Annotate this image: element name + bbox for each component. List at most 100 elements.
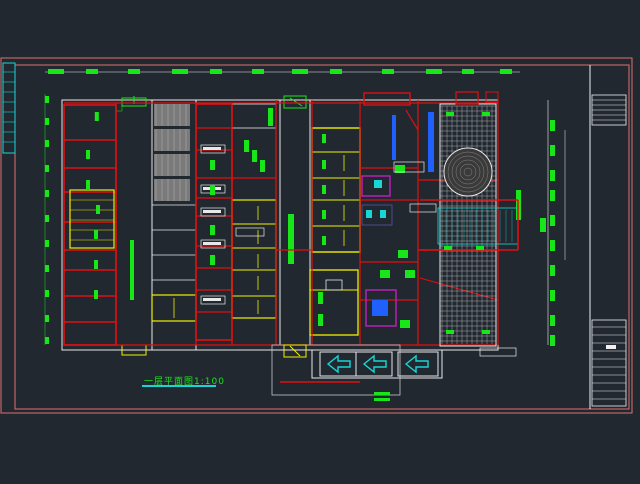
dimension-tick: [426, 69, 442, 74]
entry-bay: [397, 351, 439, 377]
hatched-stall: [154, 179, 190, 201]
west-wing-walls: [63, 104, 117, 346]
equipment-room: [365, 289, 397, 327]
door-frame: [455, 91, 479, 105]
hall-tag: [446, 112, 454, 116]
service-room-walls: [195, 103, 233, 341]
room-tag: [479, 347, 517, 357]
room-label: [288, 214, 294, 264]
room-label: [322, 185, 326, 194]
dimension-tick: [45, 315, 49, 322]
dimension-tick: [500, 69, 512, 74]
hall-tag: [446, 330, 454, 334]
dimension-tick: [45, 337, 49, 344]
column: [115, 102, 123, 112]
room-label: [268, 108, 273, 126]
room-label: [94, 230, 98, 239]
room-label: [322, 134, 326, 143]
room-tag: [409, 203, 437, 213]
dimension-tick: [540, 218, 546, 232]
hall-outline: [439, 103, 497, 347]
door-frame: [283, 95, 307, 109]
dimension-tick: [462, 69, 474, 74]
dimension-tick: [374, 392, 390, 395]
room-label: [322, 210, 326, 219]
hall-tag: [482, 112, 490, 116]
room-label: [130, 240, 134, 300]
structural-wall: [405, 109, 419, 131]
room-tag: [200, 295, 226, 305]
sheet-border: [0, 57, 633, 414]
dimension-tick: [45, 140, 49, 147]
fixture: [400, 320, 410, 328]
dimension-tick: [292, 69, 308, 74]
fixture: [325, 279, 343, 291]
room-label: [94, 260, 98, 269]
dimension-tick: [45, 265, 49, 272]
pipe-run: [392, 115, 396, 160]
entrance-steps: [311, 349, 443, 379]
dimension-tick: [172, 69, 188, 74]
arrow-left-icon: [362, 354, 387, 374]
dimension-tick: [45, 165, 49, 172]
round-table-ring: [463, 167, 473, 177]
round-table-ring: [451, 155, 485, 189]
round-table: [443, 147, 493, 197]
hall-tag: [476, 246, 484, 250]
room-label: [318, 314, 323, 326]
arrow-left-icon: [326, 354, 351, 374]
room-tag: [200, 207, 226, 217]
dimension-tick: [45, 240, 49, 247]
room-label: [210, 225, 215, 235]
dimension-tick: [550, 335, 555, 346]
dimension-tick: [45, 118, 49, 125]
binding-strip: [2, 62, 16, 154]
dimension-tick: [550, 170, 555, 181]
round-table-ring: [447, 151, 489, 193]
dimension-tick: [252, 69, 264, 74]
dimension-tick: [550, 240, 555, 251]
equipment: [372, 300, 388, 316]
room-label: [322, 160, 326, 169]
hall-tag: [482, 330, 490, 334]
entrance-canopy: [363, 92, 411, 106]
dimension-tick: [210, 69, 222, 74]
fixture: [398, 250, 408, 258]
dimension-tick: [550, 120, 555, 131]
hall-hatch: [440, 105, 496, 344]
dimension-tick: [550, 190, 555, 201]
room-label: [94, 112, 99, 121]
drawing-title: 一层平面图1:100: [144, 377, 225, 387]
dimension-tick: [550, 315, 555, 326]
round-table-ring: [455, 159, 481, 185]
sink: [366, 210, 372, 218]
room-tag-text: [203, 147, 221, 150]
inner-frame: [14, 64, 630, 410]
yellow-room-block: [311, 127, 361, 253]
room-tag-text: [203, 298, 221, 301]
stair-core: [69, 189, 115, 249]
room-label: [318, 292, 323, 304]
dimension-tick: [48, 69, 64, 74]
hatched-stall: [154, 154, 190, 176]
room-label: [210, 255, 215, 265]
room-label: [96, 205, 100, 214]
sink: [380, 210, 386, 218]
dimension-tick: [128, 69, 140, 74]
room-tag-text: [203, 210, 221, 213]
room-label: [86, 150, 90, 159]
yellow-room-block: [309, 269, 359, 336]
room-label: [322, 236, 326, 245]
door-leaf: [289, 97, 303, 107]
room-label: [252, 150, 257, 162]
entry-bay: [355, 351, 393, 377]
equipment-room: [361, 175, 391, 197]
dimension-tick: [45, 190, 49, 197]
room-label: [210, 160, 215, 170]
fixture: [405, 270, 415, 278]
dimension-tick: [45, 96, 49, 103]
dimension-tick: [45, 215, 49, 222]
round-table-ring: [459, 163, 477, 181]
